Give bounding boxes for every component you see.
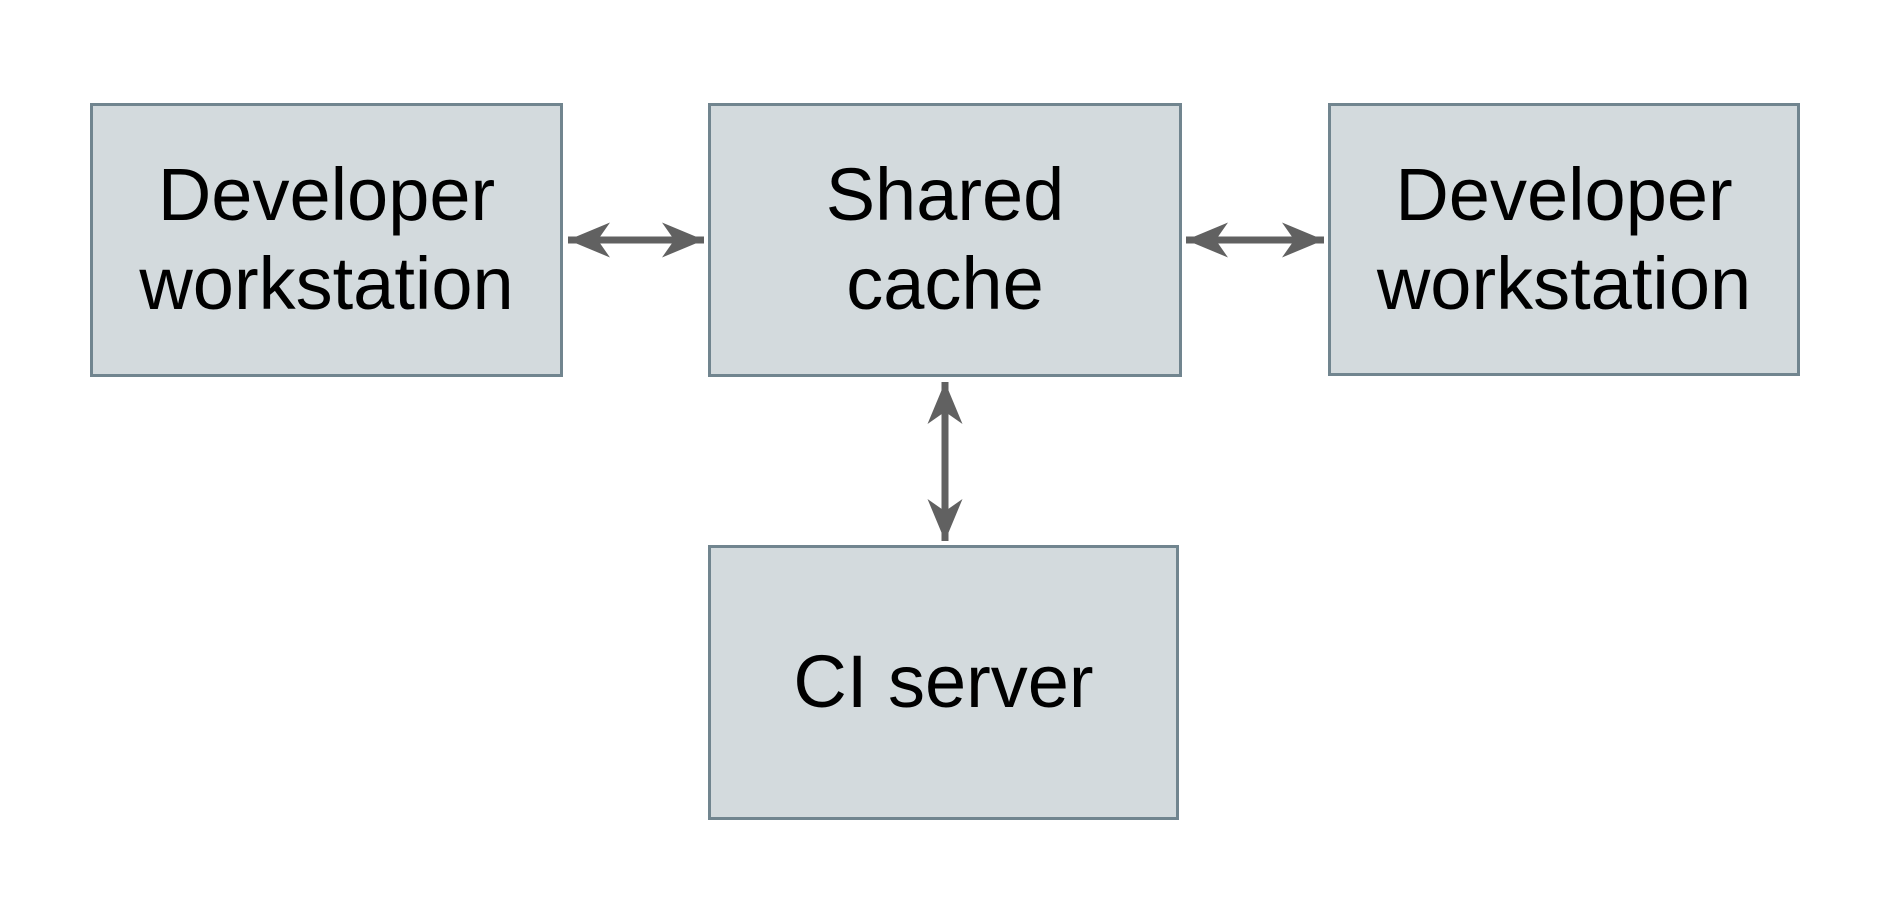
node-developer-workstation-left: Developer workstation (90, 103, 563, 377)
node-developer-workstation-left-label: Developer workstation (139, 153, 514, 325)
node-shared-cache: Shared cache (708, 103, 1182, 377)
node-shared-cache-label: Shared cache (825, 153, 1065, 325)
node-developer-workstation-right: Developer workstation (1328, 103, 1800, 376)
node-developer-workstation-right-label: Developer workstation (1376, 152, 1752, 325)
node-ci-server-label: CI server (793, 640, 1094, 724)
node-ci-server: CI server (708, 545, 1179, 820)
